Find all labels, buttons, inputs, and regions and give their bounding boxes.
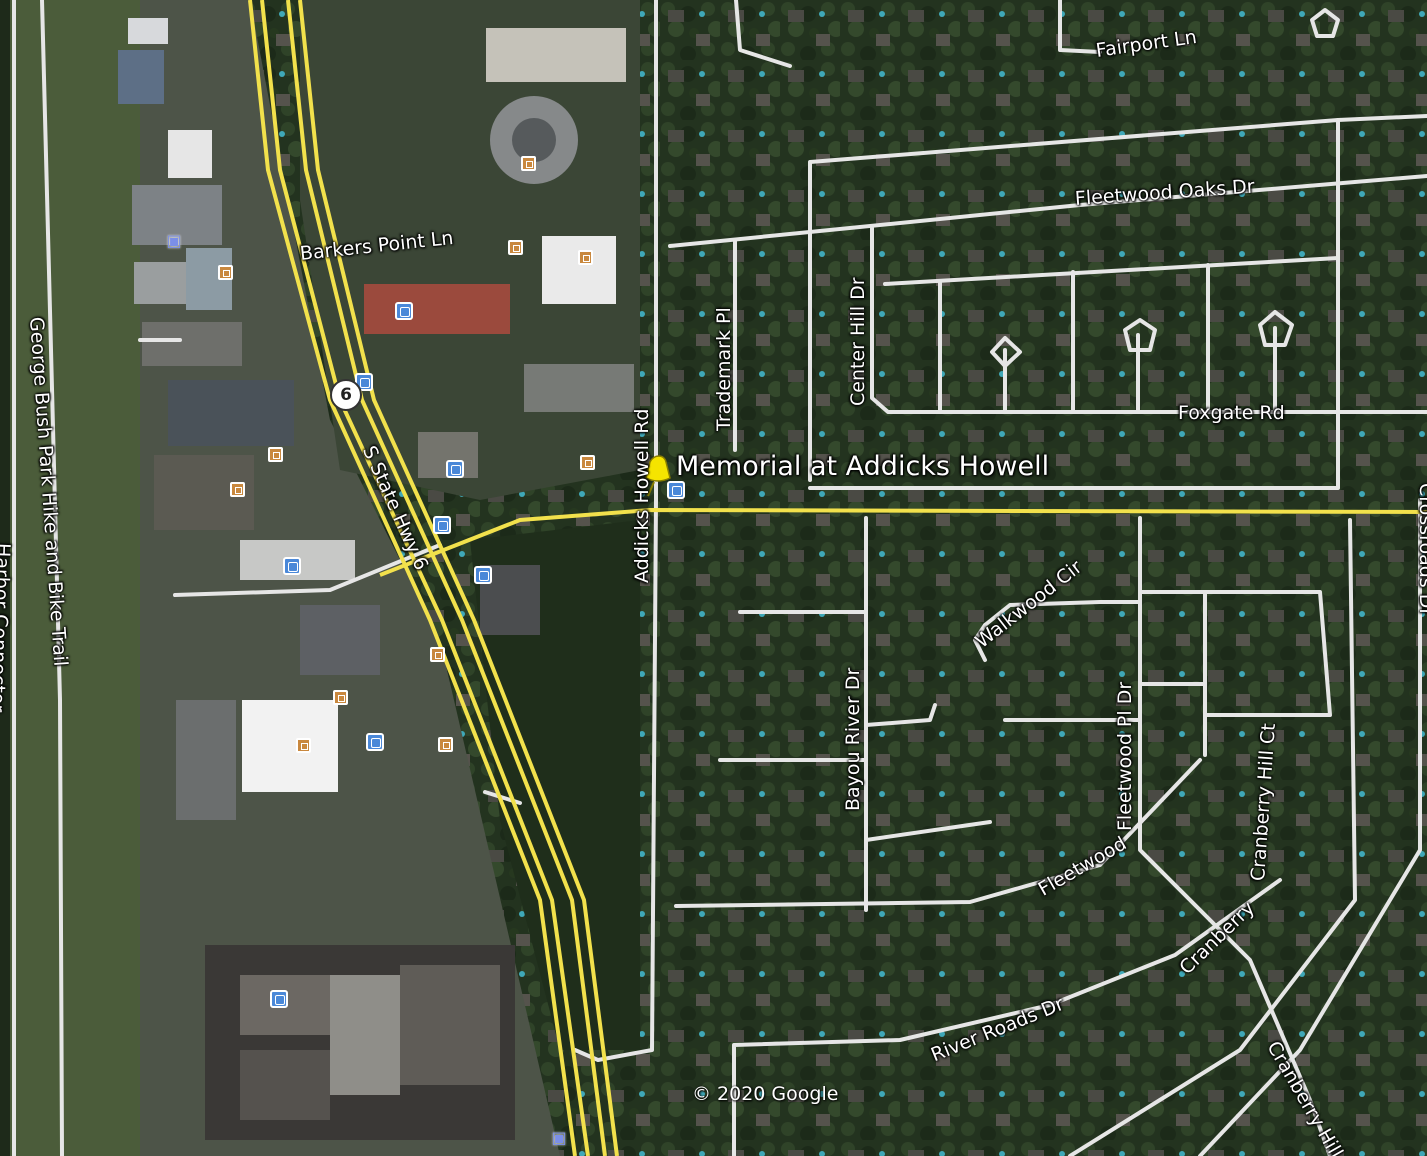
poi-marker[interactable] [230,482,245,497]
road-label-trademark: Trademark Pl [713,307,735,431]
poi-marker[interactable] [508,240,523,255]
store-poi-icon[interactable] [366,733,384,751]
poi-marker[interactable] [296,738,311,753]
car-dealer-icon[interactable]: ▣ [166,231,182,250]
highway-6-shield: 6 [330,379,362,411]
road-label-foxgate: Foxgate Rd [1178,402,1285,424]
poi-marker[interactable] [521,156,536,171]
poi-marker[interactable] [218,265,233,280]
bank-poi-icon[interactable] [667,481,685,499]
shopping-poi-icon[interactable] [270,990,288,1008]
road-label-fleetwood-pl: Fleetwood Pl Dr [1114,681,1136,831]
road-label-center-hill: Center Hill Dr [847,277,869,406]
hotel-poi-icon[interactable] [395,302,413,320]
road-label-crossroads: Crossroads Dr [1415,483,1427,617]
poi-marker[interactable] [333,690,348,705]
road-label-addicks-howell: Addicks Howell Rd [631,408,653,583]
poi-marker[interactable] [580,455,595,470]
poi-marker[interactable] [438,737,453,752]
copyright-notice: © 2020 Google [692,1083,839,1105]
poi-marker[interactable] [430,647,445,662]
thumbs-up-poi-icon[interactable] [283,557,301,575]
location-pin-icon[interactable] [640,452,676,498]
store-poi-icon[interactable] [474,566,492,584]
car-dealer-icon[interactable]: ▣ [551,1128,567,1147]
place-label-memorial-at-addicks-howell[interactable]: Memorial at Addicks Howell [676,451,1050,482]
road-label-bayou-river: Bayou River Dr [842,667,864,811]
gas-station-poi-icon[interactable] [446,460,464,478]
poi-marker[interactable] [268,447,283,462]
bank-poi-icon[interactable] [433,516,451,534]
poi-marker[interactable] [578,250,593,265]
